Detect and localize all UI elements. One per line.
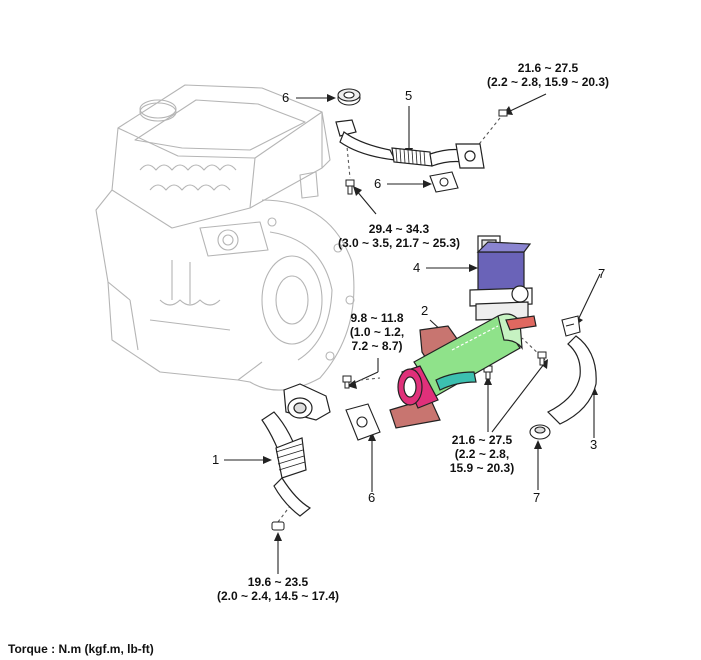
egr-cooler-part-2 — [389, 313, 537, 429]
egr-inlet-pipe-part-1 — [261, 383, 331, 517]
callout-7-upper: 7 — [598, 266, 606, 281]
torque-left-middle-lbft: 7.2 ~ 8.7) — [351, 339, 403, 353]
torque-left-middle-kgf: (1.0 ~ 1.2, — [349, 325, 405, 339]
torque-left-middle-nm: 9.8 ~ 11.8 — [350, 311, 404, 325]
egr-valve-part-4 — [469, 235, 533, 321]
torque-right-middle-nm: 21.6 ~ 27.5 — [451, 433, 513, 447]
torque-bottom-nm: 19.6 ~ 23.5 — [247, 575, 309, 589]
callout-1: 1 — [212, 452, 220, 467]
callout-6-lower-gasket: 6 — [368, 490, 376, 505]
torque-bottom-kgf-lbft: (2.0 ~ 2.4, 14.5 ~ 17.4) — [216, 589, 340, 603]
hose-clamps-part-7 — [529, 315, 581, 440]
leader-lines — [224, 93, 601, 574]
torque-right-middle-kgf: (2.2 ~ 2.8, — [454, 447, 510, 461]
callout-4: 4 — [413, 260, 421, 275]
torque-left-middle: 9.8 ~ 11.8 (1.0 ~ 1.2, 7.2 ~ 8.7) — [350, 311, 404, 353]
callout-5: 5 — [405, 88, 413, 103]
torque-unit-legend: Torque : N.m (kgf.m, lb-ft) — [8, 642, 154, 656]
torque-top-right-nm: 21.6 ~ 27.5 — [517, 61, 579, 75]
gasket-part-6-upper — [429, 171, 459, 193]
egr-pipe-part-5 — [335, 119, 485, 169]
torque-middle-kgf-lbft: (3.0 ~ 3.5, 21.7 ~ 25.3) — [337, 236, 461, 250]
torque-middle: 29.4 ~ 34.3 (3.0 ~ 3.5, 21.7 ~ 25.3) — [338, 222, 460, 250]
hose-part-3 — [546, 335, 597, 425]
torque-top-right-kgf-lbft: (2.2 ~ 2.8, 15.9 ~ 20.3) — [486, 75, 610, 89]
callout-3: 3 — [590, 437, 598, 452]
callout-6-upper-gasket: 6 — [374, 176, 382, 191]
torque-middle-nm: 29.4 ~ 34.3 — [368, 222, 430, 236]
torque-bottom: 19.6 ~ 23.5 (2.0 ~ 2.4, 14.5 ~ 17.4) — [217, 575, 339, 603]
torque-right-middle-lbft: 15.9 ~ 20.3) — [449, 461, 515, 475]
torque-right-middle: 21.6 ~ 27.5 (2.2 ~ 2.8, 15.9 ~ 20.3) — [450, 433, 514, 475]
callout-6-cap: 6 — [282, 90, 290, 105]
callout-7-lower: 7 — [533, 490, 541, 505]
engine-block-outline — [95, 84, 355, 391]
gasket-part-6-lower — [345, 403, 381, 441]
torque-top-right: 21.6 ~ 27.5 (2.2 ~ 2.8, 15.9 ~ 20.3) — [487, 61, 609, 89]
bolts — [271, 109, 547, 531]
seal-cap-part-6 — [337, 88, 361, 106]
callout-2: 2 — [421, 303, 429, 318]
